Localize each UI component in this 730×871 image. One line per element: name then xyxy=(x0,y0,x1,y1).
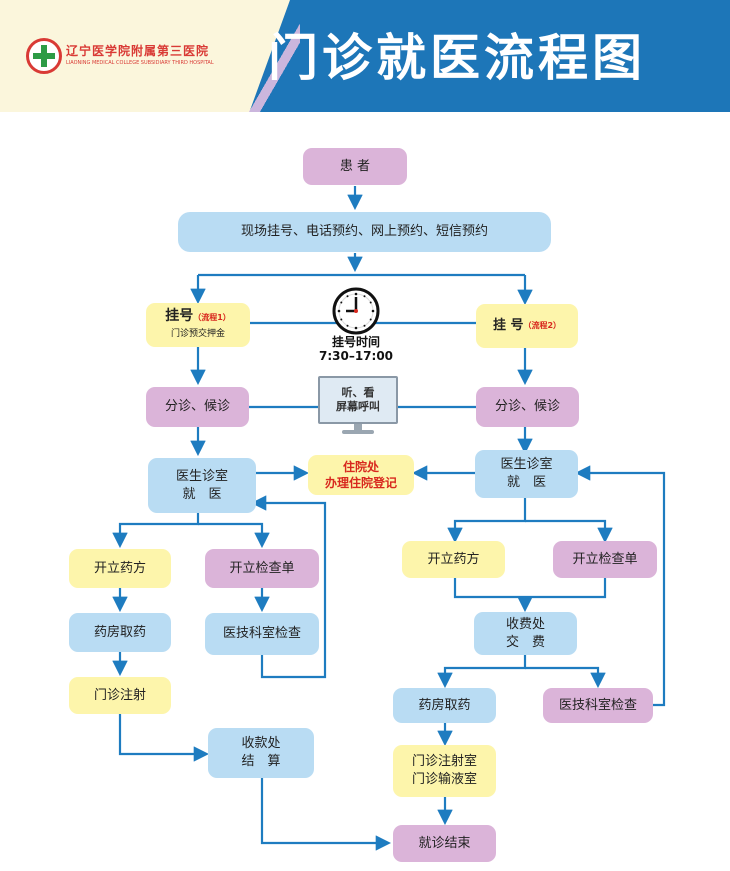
clock-icon xyxy=(332,287,380,335)
node-booking: 现场挂号、电话预约、网上预约、短信预约 xyxy=(178,212,551,252)
edge-consult-left-split2 xyxy=(198,522,270,549)
node-patient: 患 者 xyxy=(303,148,407,185)
reg1-sub: 门诊预交押金 xyxy=(170,329,225,339)
node-exam-order-right: 开立检查单 xyxy=(553,541,657,578)
node-consult-left: 医生诊室 就 医 xyxy=(148,458,256,513)
registration-hours: 挂号时间 7:30–17:00 xyxy=(300,335,412,363)
monitor-icon: 听、看 屏幕呼叫 xyxy=(318,376,398,436)
edge-consult-right-split xyxy=(447,498,527,544)
node-triage-left: 分诊、候诊 xyxy=(146,387,249,427)
node-register-2: 挂 号（流程2） xyxy=(476,304,578,348)
node-prescription-left: 开立药方 xyxy=(69,549,171,588)
hospital-logo-icon xyxy=(26,38,62,74)
node-end: 就诊结束 xyxy=(393,825,496,862)
reg1-label: 挂号 xyxy=(165,308,194,324)
monitor-text-1: 听、看 xyxy=(341,386,375,399)
reg2-label: 挂 号 xyxy=(492,318,524,333)
reg1-note: （流程1） xyxy=(193,313,231,322)
edge-medtech-right-return xyxy=(574,465,666,707)
node-pharmacy-right: 药房取药 xyxy=(393,688,496,723)
registration-hours-label: 挂号时间 xyxy=(331,335,380,349)
node-injection-left: 门诊注射 xyxy=(69,677,171,714)
node-pharmacy-left: 药房取药 xyxy=(69,613,171,652)
node-payment-right: 收费处 交 费 xyxy=(474,612,577,655)
node-triage-right: 分诊、候诊 xyxy=(476,387,579,427)
edge-medtech-return xyxy=(250,495,327,679)
edge-pay-split2 xyxy=(525,666,606,689)
monitor-text-2: 屏幕呼叫 xyxy=(336,400,380,413)
node-settlement-left: 收款处 结 算 xyxy=(208,728,314,778)
hospital-name-en: LIAONING MEDICAL COLLEGE SUBSIDIARY THIR… xyxy=(66,60,214,66)
edge-settle-end xyxy=(260,778,392,851)
edge-presc-exam-pay xyxy=(453,578,607,599)
node-exam-order-left: 开立检查单 xyxy=(205,549,319,588)
node-injection-right: 门诊注射室 门诊输液室 xyxy=(393,745,496,797)
node-prescription-right: 开立药方 xyxy=(402,541,505,578)
node-medtech-left: 医技科室检查 xyxy=(205,613,319,655)
edge-consult-left-split xyxy=(112,513,200,549)
node-register-1: 挂号（流程1） 门诊预交押金 xyxy=(146,303,250,347)
node-consult-right: 医生诊室 就 医 xyxy=(475,450,578,498)
edge-pay-split xyxy=(437,655,527,689)
reg2-note: （流程2） xyxy=(523,321,562,330)
registration-hours-time: 7:30–17:00 xyxy=(318,349,394,363)
page-title: 门诊就医流程图 xyxy=(268,29,646,87)
edge-consult-right-split2 xyxy=(525,519,613,544)
node-medtech-right: 医技科室检查 xyxy=(543,688,653,723)
edge-inj-settle xyxy=(118,714,210,762)
node-inpatient: 住院处 办理住院登记 xyxy=(308,455,414,495)
hospital-name: 辽宁医学院附属第三医院 xyxy=(66,44,210,58)
